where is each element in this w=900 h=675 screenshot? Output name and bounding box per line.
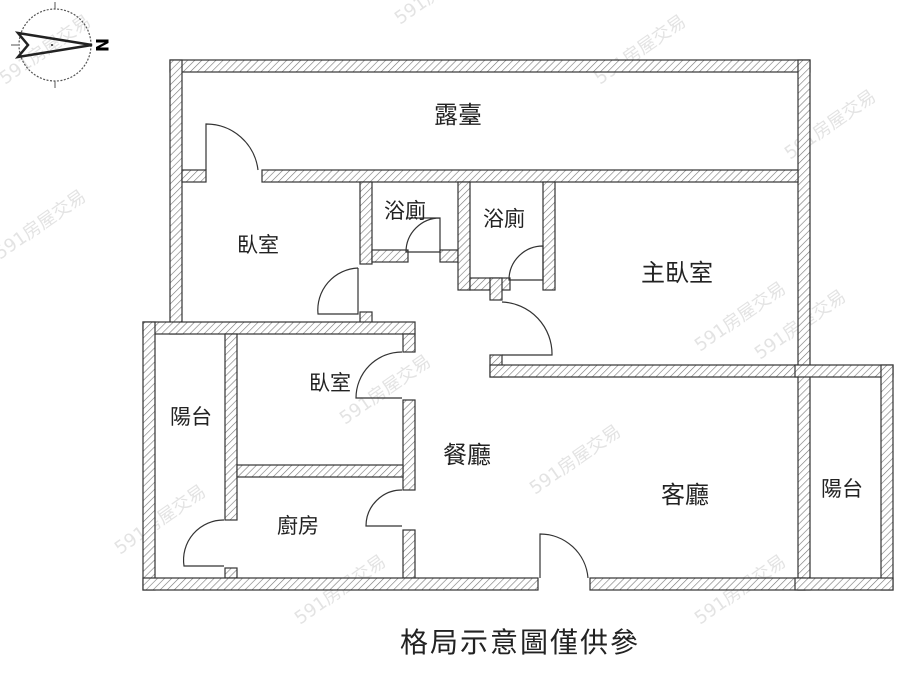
room-label-dining: 餐廳: [443, 441, 491, 469]
caption: 格局示意圖僅供參: [400, 626, 640, 659]
room-label-bedroom-2: 臥室: [309, 371, 351, 395]
watermark: 591房屋交易: [0, 11, 95, 89]
watermark: 591房屋交易: [0, 186, 90, 264]
doors: [182, 123, 589, 579]
room-label-living: 客廳: [661, 481, 709, 509]
watermarks: 591房屋交易 591房屋交易 591房屋交易 591房屋交易 591房屋交易 …: [0, 0, 880, 629]
watermark: 591房屋交易: [591, 11, 690, 89]
room-label-bath-2: 浴廁: [483, 207, 525, 231]
walls: [142, 59, 894, 591]
watermark: 591房屋交易: [111, 481, 210, 559]
watermark: 591房屋交易: [391, 0, 490, 29]
room-label-balcony-left: 陽台: [170, 405, 212, 429]
watermark: 591房屋交易: [781, 86, 880, 164]
room-label-terrace: 露臺: [434, 101, 482, 129]
room-label-balcony-right: 陽台: [821, 477, 863, 501]
room-label-master-bedroom: 主臥室: [641, 259, 713, 287]
room-label-bath-1: 浴廁: [384, 199, 426, 223]
compass-icon: N: [11, 2, 111, 88]
room-label-kitchen: 廚房: [277, 514, 319, 538]
north-label: N: [91, 38, 111, 52]
room-label-bedroom-1: 臥室: [237, 233, 279, 257]
watermark: 591房屋交易: [526, 421, 625, 499]
